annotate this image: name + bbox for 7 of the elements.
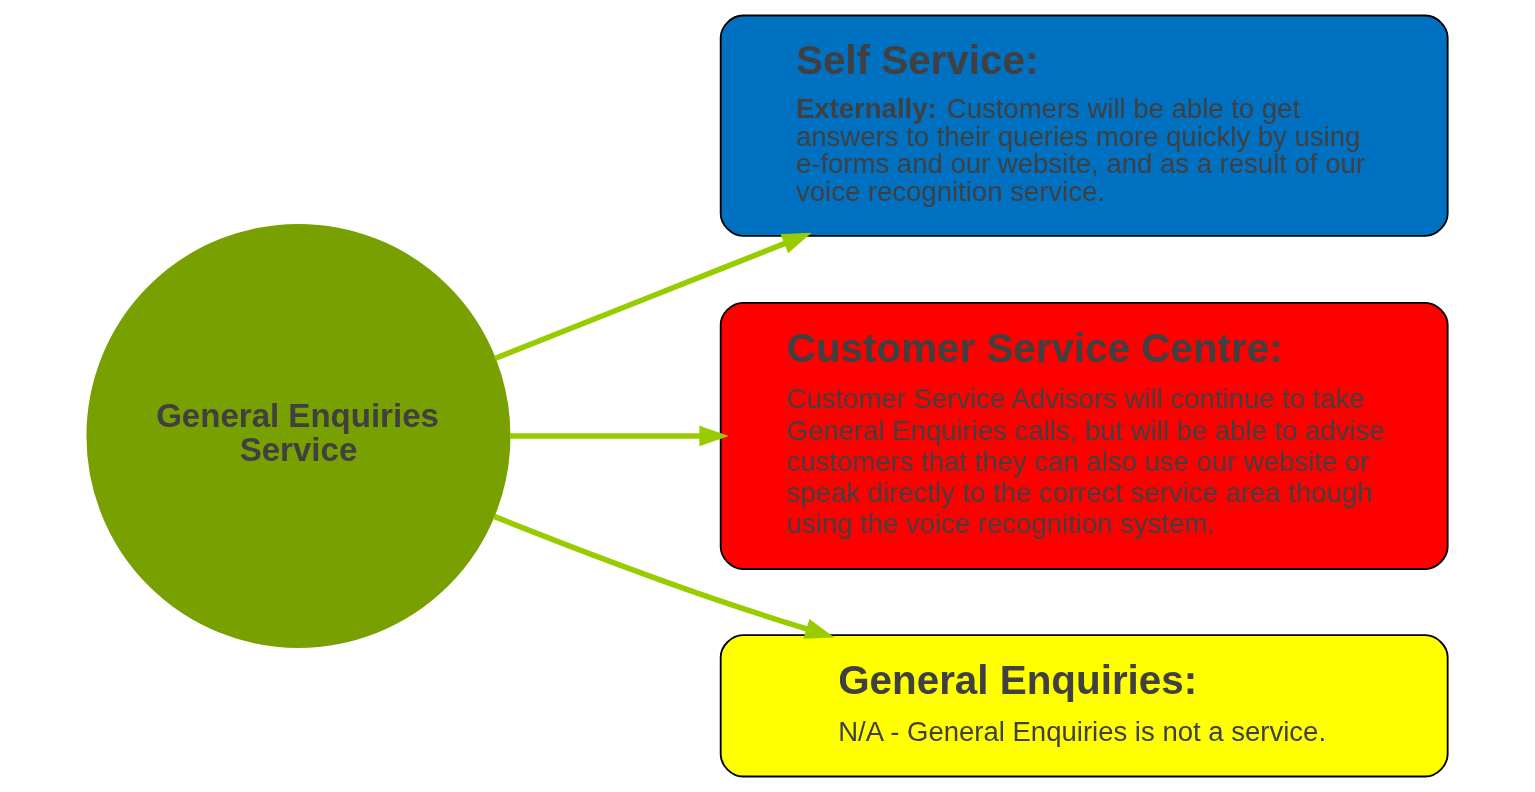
node-box: Self Service: Externally: Customers will be able to get answers to their queries more quickly by using e-forms and our website, and as a result of our voice recognition service. xyxy=(719,14,1449,237)
node-box: General Enquiries: N/A - General Enquiries is not a service. xyxy=(719,634,1449,778)
node-circle: General Enquiries Service xyxy=(86,223,511,648)
node-box: Customer Service Centre: Customer Service Advisors will continue to take General Enquiries calls, but will be able to advise customers that they can also use our website or speak directly to the correct service area though using the voice recognition system. xyxy=(719,301,1449,570)
arrow xyxy=(509,425,729,447)
arrow xyxy=(493,513,835,639)
arrow xyxy=(493,232,812,362)
